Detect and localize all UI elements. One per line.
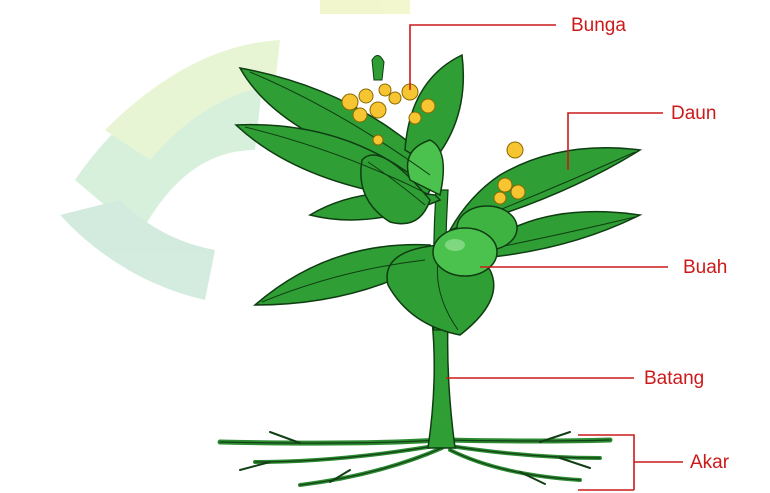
label-bunga: Bunga <box>571 15 626 36</box>
part-labels: Bunga Daun Buah Batang Akar <box>571 15 730 473</box>
roots <box>220 432 610 485</box>
fruit <box>433 228 497 276</box>
label-buah: Buah <box>683 257 727 278</box>
label-daun: Daun <box>671 103 716 124</box>
label-batang: Batang <box>644 368 704 389</box>
leader-akar <box>578 435 683 490</box>
label-akar: Akar <box>690 452 730 473</box>
